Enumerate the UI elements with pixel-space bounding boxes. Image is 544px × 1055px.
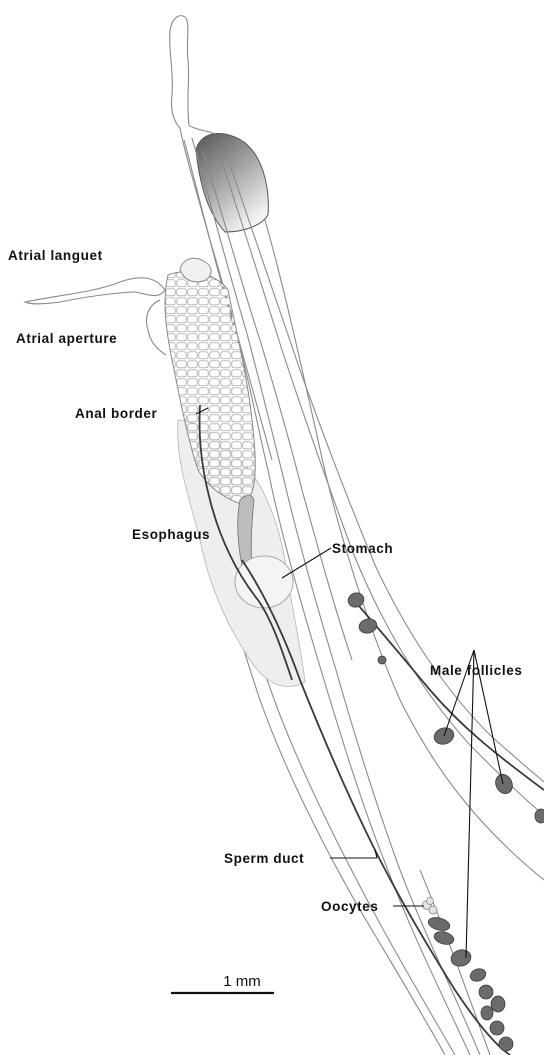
anal-border-label: Anal border <box>75 406 158 421</box>
male-follicle <box>449 948 472 969</box>
male-follicle <box>490 1021 504 1035</box>
esophagus-label: Esophagus <box>132 527 210 542</box>
male-follicle <box>479 985 493 999</box>
sperm-duct-upper <box>352 598 544 790</box>
male-follicles-label: Male follicles <box>430 663 522 678</box>
male-follicle <box>468 967 487 984</box>
oocytes-label: Oocytes <box>321 899 378 914</box>
male-follicle <box>493 772 516 797</box>
atrial-languet-process <box>25 278 165 304</box>
male-follicle <box>427 915 451 932</box>
oocyte <box>429 906 437 914</box>
scale-bar: 1 mm <box>171 973 274 993</box>
sperm-duct-label: Sperm duct <box>224 851 304 866</box>
atrial-languet-label: Atrial languet <box>8 248 103 263</box>
atrial-aperture-label: Atrial aperture <box>16 331 117 346</box>
scale-bar-label: 1 mm <box>223 973 261 990</box>
branchial-basket <box>165 258 255 505</box>
male-follicle <box>357 617 378 635</box>
male-follicle <box>535 809 544 823</box>
male-follicle <box>481 1006 493 1020</box>
esophagus-tube <box>238 496 254 567</box>
male-follicle <box>378 656 386 664</box>
stomach-label: Stomach <box>332 541 393 556</box>
male-follicle-cluster <box>346 591 544 1051</box>
oocyte <box>427 898 434 905</box>
gradient-cap <box>196 134 268 232</box>
atrial-aperture-lobe <box>147 300 167 355</box>
male-follicle <box>433 930 455 947</box>
male-follicle <box>346 591 366 610</box>
male-follicle <box>499 1037 513 1051</box>
male-follicle <box>491 996 505 1012</box>
